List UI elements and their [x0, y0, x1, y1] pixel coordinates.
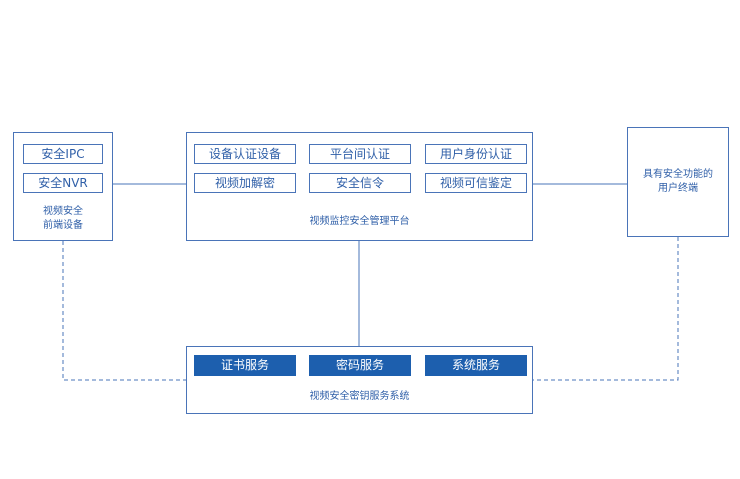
user-terminal-caption-line2: 用户终端	[658, 183, 698, 194]
inter-platform-auth-chip: 平台间认证	[309, 144, 411, 164]
frontend-device-caption-line2: 前端设备	[43, 220, 83, 231]
key-service-system-box: 证书服务 密码服务 系统服务 视频安全密钥服务系统	[186, 346, 533, 414]
dashed-connector-left	[62, 241, 186, 381]
frontend-device-caption-line1: 视频安全	[43, 206, 83, 217]
key-service-system-caption: 视频安全密钥服务系统	[309, 391, 410, 402]
secure-nvr-chip: 安全NVR	[23, 173, 103, 193]
user-terminal-caption-line1: 具有安全功能的	[643, 169, 713, 180]
secure-ipc-chip: 安全IPC	[23, 144, 103, 164]
secure-signaling-chip: 安全信令	[309, 173, 411, 193]
user-identity-auth-chip: 用户身份认证	[425, 144, 527, 164]
system-service-chip: 系统服务	[425, 355, 527, 376]
frontend-device-box: 安全IPC 安全NVR 视频安全 前端设备	[13, 132, 113, 241]
video-trust-verify-chip: 视频可信鉴定	[425, 173, 527, 193]
management-platform-caption: 视频监控安全管理平台	[309, 216, 410, 227]
management-platform-box: 设备认证设备 平台间认证 用户身份认证 视频加解密 安全信令 视频可信鉴定 视频…	[186, 132, 533, 241]
user-terminal-box: 具有安全功能的 用户终端	[627, 127, 729, 237]
device-auth-chip: 设备认证设备	[194, 144, 296, 164]
crypto-service-chip: 密码服务	[309, 355, 411, 376]
dashed-connector-right	[533, 237, 679, 381]
video-encryption-chip: 视频加解密	[194, 173, 296, 193]
certificate-service-chip: 证书服务	[194, 355, 296, 376]
